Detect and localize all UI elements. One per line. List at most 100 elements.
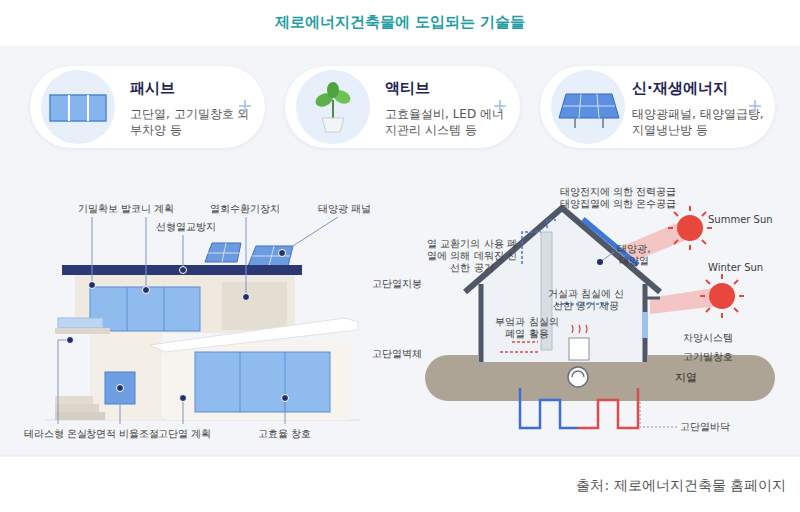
sun-ray <box>700 295 705 297</box>
sun-ray <box>706 308 710 312</box>
sun-ray <box>707 227 712 229</box>
feature-card: 신·재생에너지태양광패널, 태양열급탕, 지열냉난방 등 <box>540 66 775 148</box>
sun-ray <box>734 280 738 284</box>
waste-heat-flow <box>512 341 538 343</box>
step <box>55 404 99 412</box>
lower-glazing <box>195 352 330 412</box>
callout-label: 열회수환기장치 <box>210 203 290 215</box>
divider-line <box>0 456 800 457</box>
window-mullion <box>240 352 241 412</box>
solar-panel <box>205 243 241 262</box>
summer-sun-beam <box>604 220 696 270</box>
airtight-window <box>642 312 648 338</box>
terrace-railing <box>58 318 103 328</box>
callout-label: 선형열교방지 <box>156 221 226 233</box>
leader-dot <box>282 395 289 402</box>
shading-device <box>645 297 660 300</box>
upper-glazing <box>90 287 200 331</box>
callout-label: 테라스형 온실 <box>24 428 94 440</box>
card-body: 태양광패널, 태양열급탕, 지열냉난방 등 <box>632 106 772 138</box>
sun-ray <box>689 245 691 250</box>
sun-ray <box>706 280 710 284</box>
panel-grid <box>208 253 239 254</box>
window-mullion <box>285 352 286 412</box>
winter-sun <box>700 274 744 318</box>
exhaust-air-flow <box>547 220 556 228</box>
heat-waves <box>572 325 587 333</box>
callout-label: 고효율 창호 <box>258 428 318 440</box>
callout-label: Summer Sun <box>708 214 778 226</box>
callout-label: 고기밀창호 <box>683 351 743 363</box>
leader-line <box>183 398 184 424</box>
leader-line <box>640 402 677 427</box>
sun-ray <box>739 295 744 297</box>
upper-wall <box>222 282 287 330</box>
callout-label: 부엌과 침실의 폐열 활용 <box>490 316 564 340</box>
leader-dot <box>243 294 250 301</box>
panel-grid <box>222 243 226 262</box>
step <box>55 396 93 404</box>
callout-label: 태양광 패널 <box>318 203 378 215</box>
callout-label: 열 교환기의 사용 폐열에 의해 데워진 신선한 공기 <box>426 238 518 274</box>
terrace-slab <box>55 328 110 334</box>
step <box>55 412 105 420</box>
card-heading: 액티브 <box>385 80 505 96</box>
card-body: 고단열, 고기밀창호 외부차양 등 <box>130 106 255 138</box>
leader-line <box>92 217 93 285</box>
callout-label: 창면적 비율조절 <box>86 428 166 440</box>
callout-label: 거실과 침실에 신선한 공기 제공 <box>544 288 628 312</box>
insulated-wall <box>643 284 648 362</box>
lower-left-wall <box>90 332 162 420</box>
sun-ray <box>674 212 678 216</box>
feature-card: 액티브고효율설비, LED 에너지관리 시스템 등 <box>285 66 520 148</box>
upper-floor <box>75 275 295 333</box>
leader-line <box>600 252 614 262</box>
leader-dot <box>597 259 603 265</box>
sun-ray <box>702 240 706 244</box>
card-heading: 신·재생에너지 <box>632 80 762 96</box>
leader-dot <box>180 395 187 402</box>
card-body: 고효율설비, LED 에너지관리 시스템 등 <box>385 106 510 138</box>
sun-disc <box>709 283 735 309</box>
leader-dot <box>143 287 150 294</box>
sun-ray <box>668 227 673 229</box>
window-mullion <box>164 287 165 331</box>
solar-panel <box>248 246 293 266</box>
callout-label: 태양전지에 의한 전력공급 태양집열에 의한 온수공급 <box>556 186 680 210</box>
feature-card: 패시브고단열, 고기밀창호 외부차양 등 <box>30 66 265 148</box>
summer-sun <box>668 206 712 250</box>
leader-dot <box>89 282 96 289</box>
sun-rays <box>700 274 744 318</box>
sun-ray <box>702 212 706 216</box>
card-heading: 패시브 <box>130 80 250 96</box>
callout-label: 발코니 계획 <box>121 203 181 215</box>
leader-line <box>285 398 286 424</box>
panel-background <box>0 46 800 456</box>
leader-dot <box>180 267 187 274</box>
sun-rays <box>668 206 712 250</box>
winter-sun-beam <box>650 288 718 314</box>
leader-line <box>183 235 184 270</box>
leader-dot <box>117 385 124 392</box>
leader-line <box>282 217 338 253</box>
leader-lines <box>58 217 338 424</box>
sun-disc <box>677 215 703 241</box>
leader-line <box>58 340 70 424</box>
sun-ray <box>689 206 691 211</box>
callout-label: 기밀확보 <box>78 203 128 215</box>
window-mullion <box>127 287 128 331</box>
callout-label: 차양시스템 <box>683 332 743 344</box>
leader-line <box>120 388 121 424</box>
leader-dot <box>279 250 286 257</box>
callout-label: Winter Sun <box>708 262 778 274</box>
fresh-air-flow <box>522 232 541 264</box>
panel-grid <box>252 256 290 257</box>
canopy-plane <box>150 318 358 352</box>
callout-label: 고단열바닥 <box>680 421 740 433</box>
leader-line <box>246 217 247 297</box>
leader-line <box>146 217 147 290</box>
callout-label: 태양광, 태양열 <box>612 243 656 267</box>
insulated-wall <box>479 284 484 362</box>
panel-grid <box>269 246 274 266</box>
